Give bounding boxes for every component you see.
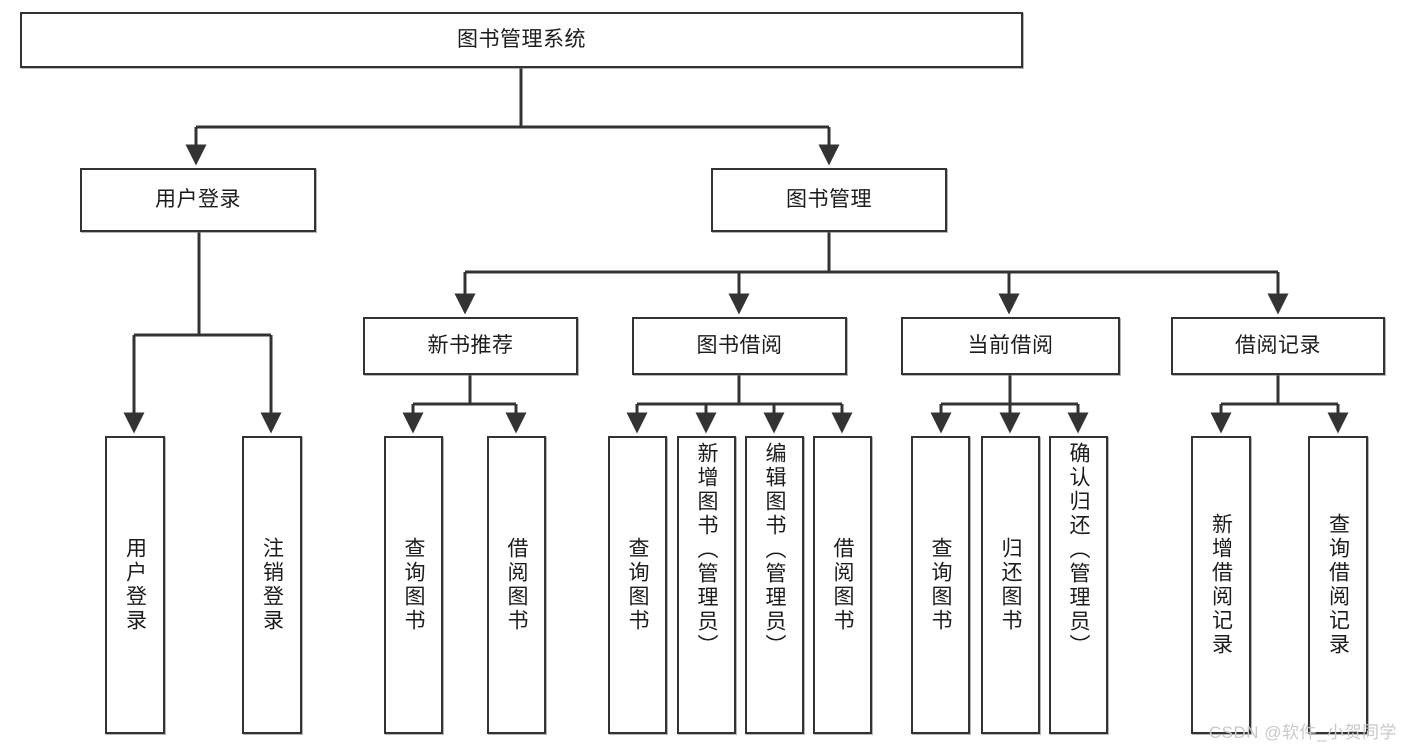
node-leaf-return-book[interactable]: 归还图书 bbox=[981, 436, 1040, 734]
node-root-system[interactable]: 图书管理系统 bbox=[20, 12, 1023, 68]
node-label: 图书管理 bbox=[786, 187, 872, 211]
node-leaf-query-book-3[interactable]: 查询图书 bbox=[911, 436, 970, 734]
node-label: 注销登录 bbox=[260, 537, 284, 633]
node-label: 当前借阅 bbox=[967, 333, 1054, 357]
node-user-login[interactable]: 用户登录 bbox=[80, 168, 316, 232]
node-label: 借阅图书 bbox=[831, 537, 854, 633]
node-label: 借阅图书 bbox=[505, 537, 528, 633]
node-book-management[interactable]: 图书管理 bbox=[711, 168, 947, 232]
node-current-borrow[interactable]: 当前借阅 bbox=[901, 317, 1120, 375]
node-label: 新增图书（管理员） bbox=[695, 442, 718, 658]
node-leaf-logout-login[interactable]: 注销登录 bbox=[242, 436, 302, 734]
node-label: 用户登录 bbox=[155, 187, 241, 211]
node-leaf-query-book-1[interactable]: 查询图书 bbox=[384, 436, 443, 734]
node-label: 用户登录 bbox=[123, 537, 147, 633]
node-leaf-borrow-book-1[interactable]: 借阅图书 bbox=[487, 436, 546, 734]
node-label: 编辑图书（管理员） bbox=[763, 442, 786, 658]
node-label: 查询借阅记录 bbox=[1326, 513, 1350, 657]
node-leaf-borrow-book-2[interactable]: 借阅图书 bbox=[813, 436, 872, 734]
node-label: 归还图书 bbox=[999, 537, 1022, 633]
node-label: 图书借阅 bbox=[696, 333, 783, 357]
node-book-borrow[interactable]: 图书借阅 bbox=[632, 317, 847, 375]
csdn-watermark: CSDN @软件_小贺同学 bbox=[1208, 723, 1397, 742]
node-label: 新书推荐 bbox=[427, 333, 514, 357]
node-leaf-add-record[interactable]: 新增借阅记录 bbox=[1191, 436, 1251, 734]
node-leaf-add-book[interactable]: 新增图书（管理员） bbox=[677, 436, 736, 734]
node-label: 查询图书 bbox=[929, 537, 952, 633]
node-label: 查询图书 bbox=[402, 537, 425, 633]
node-leaf-query-record[interactable]: 查询借阅记录 bbox=[1308, 436, 1368, 734]
node-leaf-confirm-return[interactable]: 确认归还（管理员） bbox=[1049, 436, 1108, 734]
node-leaf-user-login[interactable]: 用户登录 bbox=[105, 436, 165, 734]
node-label: 借阅记录 bbox=[1235, 333, 1321, 357]
node-label: 新增借阅记录 bbox=[1209, 513, 1233, 657]
node-new-book-recommend[interactable]: 新书推荐 bbox=[363, 317, 578, 375]
node-leaf-query-book-2[interactable]: 查询图书 bbox=[608, 436, 667, 734]
node-label: 确认归还（管理员） bbox=[1067, 442, 1090, 658]
node-borrow-record[interactable]: 借阅记录 bbox=[1171, 317, 1385, 375]
node-label: 图书管理系统 bbox=[457, 27, 586, 51]
node-leaf-edit-book[interactable]: 编辑图书（管理员） bbox=[745, 436, 804, 734]
node-label: 查询图书 bbox=[626, 537, 649, 633]
